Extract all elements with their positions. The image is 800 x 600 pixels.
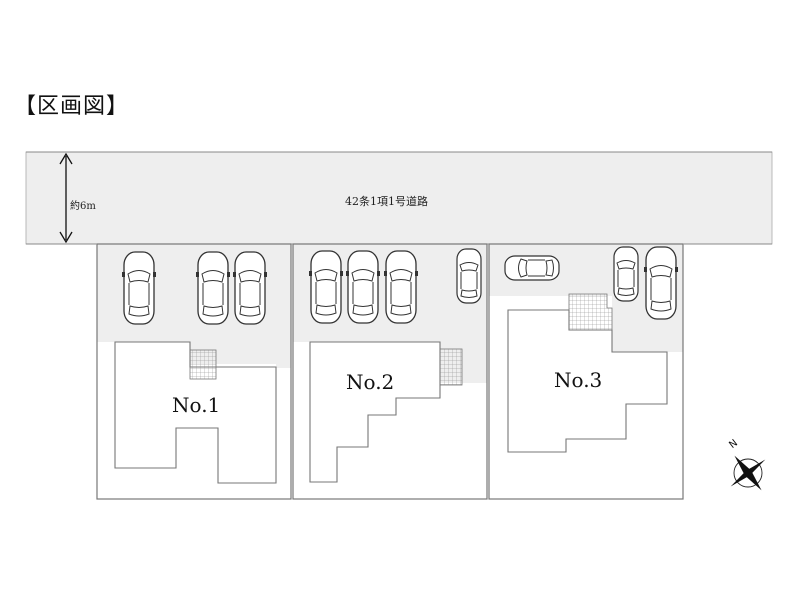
lot-2-boundary: [292, 243, 488, 500]
car-icon: [308, 250, 344, 324]
building-no2: [309, 341, 441, 483]
road-label: 42条1項1号道路: [345, 195, 428, 208]
car-icon: [504, 255, 560, 281]
car-icon: [195, 251, 231, 325]
lot-1-boundary: [96, 243, 292, 500]
page-title: 【区画図】: [14, 94, 130, 119]
car-icon: [456, 248, 482, 304]
car-icon: [613, 246, 639, 302]
car-icon: [345, 250, 381, 324]
entrance-step-no2: [439, 348, 463, 386]
lot-label-no2: No.2: [346, 370, 395, 394]
road-width-arrow: [59, 152, 73, 244]
lot-label-no1: No.1: [172, 393, 221, 417]
entrance-step-no1: [189, 349, 217, 380]
lot-3-boundary: [488, 243, 684, 500]
lot-label-no3: No.3: [554, 368, 603, 392]
car-icon: [383, 250, 419, 324]
road: [25, 151, 773, 245]
car-icon: [643, 246, 679, 320]
compass-rose-icon: [730, 455, 766, 491]
car-icon: [232, 251, 268, 325]
car-icon: [121, 251, 157, 325]
compass-north-label: N: [727, 438, 740, 451]
road-width-label: 約6m: [70, 201, 96, 212]
entrance-step-no3: [568, 293, 613, 331]
